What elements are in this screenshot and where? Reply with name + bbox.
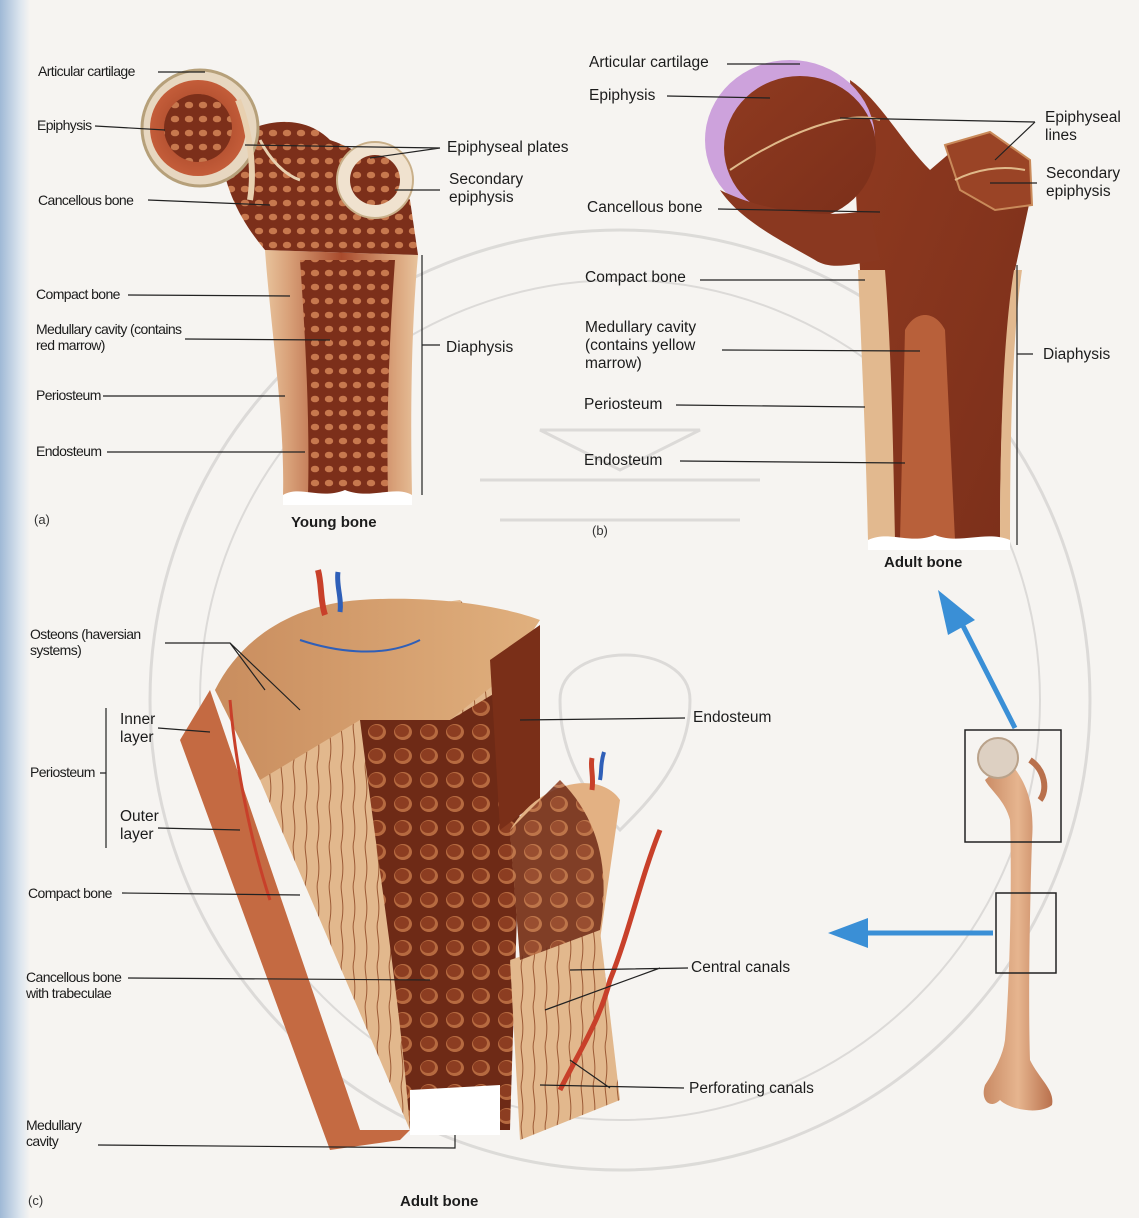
caption-adult-bone-b: Adult bone [884,554,962,571]
label-c-medullary-cavity: Medullary cavity [26,1117,96,1149]
label-c-inner-layer: Inner layer [120,711,170,747]
label-c-endosteum: Endosteum [693,709,771,727]
label-b-secondary-epiphysis: Secondary epiphysis [1046,165,1138,201]
label-a-diaphysis: Diaphysis [446,339,513,357]
panel-c-letter: (c) [28,1193,43,1208]
label-b-compact-bone: Compact bone [585,269,686,287]
label-c-periosteum: Periosteum [30,764,95,780]
label-a-medullary-cavity: Medullary cavity (contains red marrow) [36,321,186,353]
label-b-endosteum: Endosteum [584,452,662,470]
label-b-medullary-cavity: Medullary cavity (contains yellow marrow… [585,319,720,372]
caption-adult-bone-c: Adult bone [400,1193,478,1210]
label-c-central-canals: Central canals [691,959,790,977]
panel-a-letter: (a) [34,512,50,527]
label-a-cancellous-bone: Cancellous bone [38,192,133,208]
label-c-cancellous-bone: Cancellous bone with trabeculae [26,969,136,1001]
label-b-diaphysis: Diaphysis [1043,346,1110,364]
label-a-endosteum: Endosteum [36,443,101,459]
label-c-compact-bone: Compact bone [28,885,112,901]
femur-thumbnail [965,730,1061,1110]
label-a-articular-cartilage: Articular cartilage [38,63,135,79]
young-bone-figure [142,70,418,505]
label-b-articular-cartilage: Articular cartilage [589,54,709,72]
label-a-epiphyseal-plates: Epiphyseal plates [447,139,569,157]
caption-young-bone: Young bone [291,514,377,531]
bone-block-cutaway [180,570,660,1150]
label-a-epiphysis: Epiphysis [37,117,92,133]
adult-bone-figure [705,60,1032,550]
panel-b-letter: (b) [592,523,608,538]
label-a-compact-bone: Compact bone [36,286,120,302]
label-b-periosteum: Periosteum [584,396,662,414]
label-c-perforating-canals: Perforating canals [689,1080,814,1098]
label-b-epiphyseal-lines: Epiphyseal lines [1045,109,1137,145]
label-c-outer-layer: Outer layer [120,808,170,844]
label-b-cancellous-bone: Cancellous bone [587,199,702,217]
label-c-osteons: Osteons (haversian systems) [30,626,170,658]
label-a-periosteum: Periosteum [36,387,101,403]
label-a-secondary-epiphysis: Secondary epiphysis [449,171,544,207]
label-b-epiphysis: Epiphysis [589,87,655,105]
